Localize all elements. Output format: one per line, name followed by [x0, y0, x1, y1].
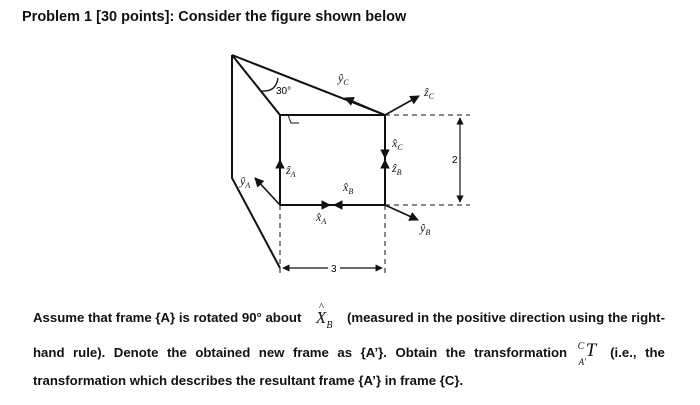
word: obtained	[195, 345, 251, 360]
word: new	[258, 345, 285, 360]
label-zb: ẑB	[391, 161, 402, 177]
yc-axis	[344, 96, 386, 116]
angle-label: 30°	[276, 86, 291, 97]
label-xc: x̂C	[391, 136, 403, 152]
label-za: ẑA	[285, 163, 296, 179]
word: (i.e.,	[610, 345, 637, 360]
dashed-guides	[279, 114, 470, 273]
word: Obtain	[395, 345, 438, 360]
label-xb: x̂B	[342, 180, 353, 196]
label-yc: ŷC	[337, 71, 349, 87]
wedge-outline	[231, 54, 386, 269]
zc-axis	[384, 95, 420, 116]
word: as	[337, 345, 353, 360]
word: {A’}.	[360, 345, 387, 360]
text-l1a: Assume that frame {A} is rotated 90° abo…	[33, 310, 302, 325]
paragraph-line-1: Assume that frame {A} is rotated 90° abo…	[33, 298, 665, 331]
dim-height-label: 2	[452, 155, 458, 166]
label-xa: x̂A	[315, 210, 326, 226]
word: the	[167, 345, 187, 360]
figure: 30° 2 3 ŷC ẑC x̂C ẑB x̂B ŷB ẑA ŷA x̂A	[231, 54, 470, 275]
angle-arc	[261, 77, 279, 92]
paragraph-line-3: transformation which describes the resul…	[33, 373, 464, 388]
math-transform: C T A'	[577, 340, 597, 367]
word: Denote	[113, 345, 159, 360]
word: the	[645, 345, 665, 360]
label-zc: ẑC	[423, 85, 435, 101]
word: hand	[33, 345, 65, 360]
label-yb: ŷB	[419, 221, 430, 237]
yb-axis	[384, 204, 419, 221]
ya-axis	[254, 177, 281, 206]
word: frame	[292, 345, 329, 360]
math-xb: XB	[316, 298, 333, 331]
problem-heading: Problem 1 [30 points]: Consider the figu…	[22, 9, 407, 25]
word: rule).	[73, 345, 106, 360]
paragraph-line-2: hand rule). Denote the obtained new fram…	[33, 340, 665, 367]
word: transformation	[474, 345, 568, 360]
right-angle-mark	[287, 114, 299, 124]
word: the	[445, 345, 466, 360]
dim-width-label: 3	[331, 264, 337, 275]
label-ya: ŷA	[239, 174, 250, 190]
text-l1b: (measured in the positive direction usin…	[346, 310, 665, 325]
